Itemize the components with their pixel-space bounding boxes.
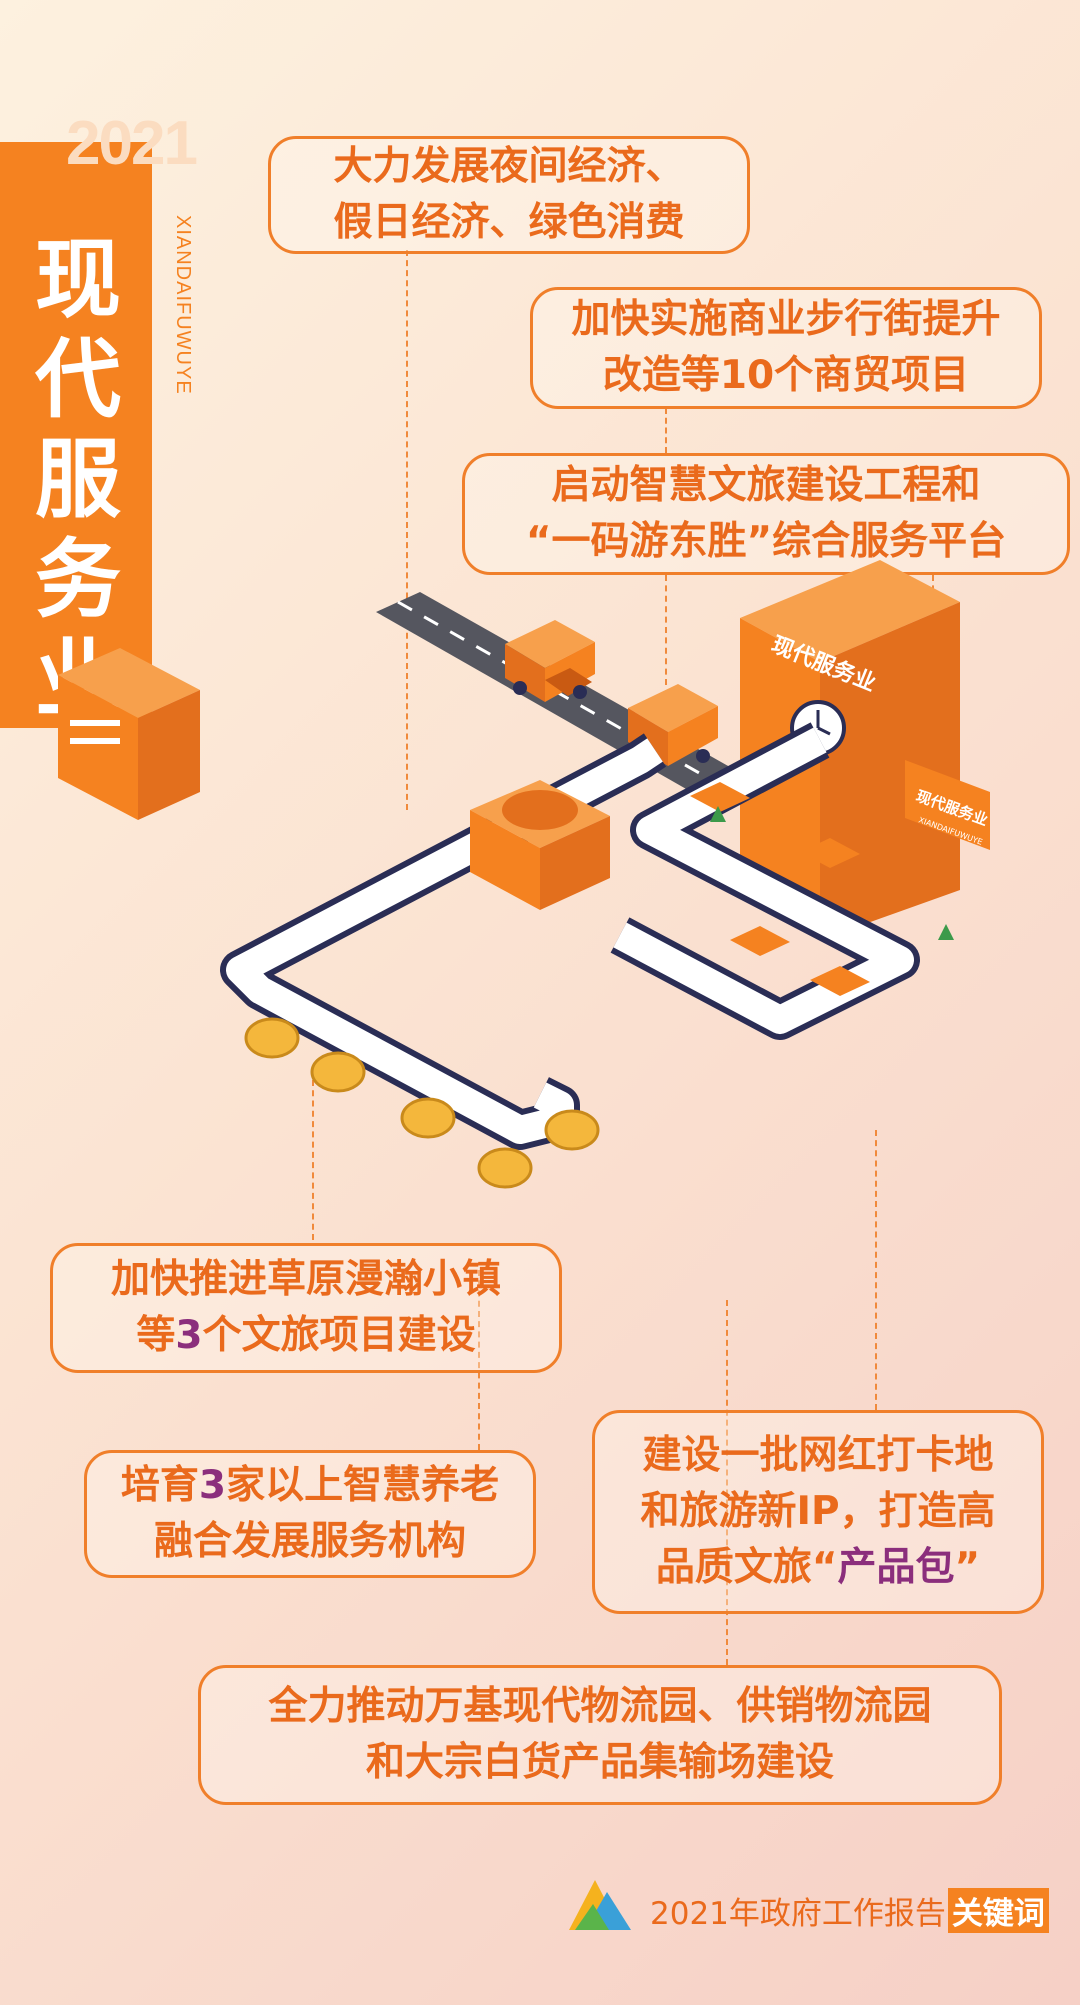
callout-logistics: 全力推动万基现代物流园、供销物流园 和大宗白货产品集输场建设	[198, 1665, 1002, 1805]
title-pinyin: XIANDAIFUWUYE	[172, 215, 194, 395]
callout-line: 大力发展夜间经济、	[333, 144, 685, 189]
callout-line: 全力推动万基现代物流园、供销物流园	[268, 1684, 932, 1729]
leader-line	[726, 1300, 728, 1665]
title-char: 现	[35, 230, 121, 330]
leader-line	[478, 1270, 480, 1450]
leader-line	[665, 575, 667, 685]
highlight-text: 产品包	[837, 1545, 955, 1590]
callout-line: 品质文旅“产品包”	[656, 1540, 980, 1596]
callout-line: “一码游东胜”综合服务平台	[525, 519, 1007, 564]
leader-line	[406, 250, 408, 810]
road-marking	[397, 600, 739, 797]
mooncakes	[244, 1017, 600, 1189]
workshop-building	[470, 780, 610, 910]
footer-text: 2021年政府工作报告	[650, 1896, 946, 1932]
title-char: 代	[35, 330, 121, 430]
title-char: 服	[35, 430, 121, 530]
callout-line: 建设一批网红打卡地	[642, 1433, 994, 1478]
leader-line	[312, 1080, 314, 1240]
factory-building	[58, 648, 200, 820]
text-segment: 等	[136, 1313, 176, 1358]
callout-elderly-care: 培育3家以上智慧养老 融合发展服务机构	[84, 1450, 536, 1578]
product-boxes	[690, 782, 870, 996]
delivery-truck	[505, 620, 595, 702]
callout-line: 假日经济、绿色消费	[333, 200, 685, 245]
callout-night-economy: 大力发展夜间经济、 假日经济、绿色消费	[268, 136, 750, 254]
callout-line: 和旅游新IP，打造高	[640, 1489, 996, 1534]
footer-caption: 2021年政府工作报告关键词	[650, 1888, 1049, 1933]
callout-internet-celebrity: 建设一批网红打卡地 和旅游新IP，打造高 品质文旅“产品包”	[592, 1410, 1044, 1614]
highlight-number: 3	[198, 1463, 227, 1508]
text-segment: ”	[954, 1545, 981, 1590]
text-segment: 品质文旅“	[655, 1545, 838, 1590]
text-segment: 培育	[120, 1463, 199, 1508]
tree-icon	[938, 924, 954, 940]
title-char: 务	[35, 530, 121, 630]
service-industry-illustration: 现代服务业 现代服务业 XIANDAIFUWUYE	[58, 560, 990, 1189]
leader-line	[665, 408, 667, 453]
footer-keyword-badge: 关键词	[947, 1888, 1049, 1933]
callout-pedestrian-street: 加快实施商业步行街提升 改造等10个商贸项目	[530, 287, 1042, 409]
highlight-number: 3	[175, 1313, 203, 1358]
callout-line: 加快推进草原漫瀚小镇	[110, 1257, 501, 1302]
callout-grassland-town: 加快推进草原漫瀚小镇 等3个文旅项目建设	[50, 1243, 562, 1373]
callout-line: 加快实施商业步行街提升	[571, 297, 1001, 342]
callout-line: 培育3家以上智慧养老	[121, 1458, 499, 1514]
year-label: 2021	[66, 109, 198, 178]
callout-smart-tourism: 启动智慧文旅建设工程和 “一码游东胜”综合服务平台	[462, 453, 1070, 575]
text-segment: 家以上智慧养老	[226, 1463, 500, 1508]
leader-line	[875, 1130, 877, 1410]
title-banner	[0, 142, 152, 728]
callout-line: 和大宗白货产品集输场建设	[365, 1740, 834, 1785]
callout-line: 融合发展服务机构	[153, 1519, 466, 1564]
mountain-logo-icon	[569, 1880, 631, 1930]
text-segment: 个文旅项目建设	[202, 1313, 476, 1358]
callout-line: 启动智慧文旅建设工程和	[551, 463, 981, 508]
callout-line: 改造等10个商贸项目	[602, 353, 970, 398]
tree-icon	[710, 806, 726, 822]
callout-line: 等3个文旅项目建设	[136, 1308, 475, 1364]
